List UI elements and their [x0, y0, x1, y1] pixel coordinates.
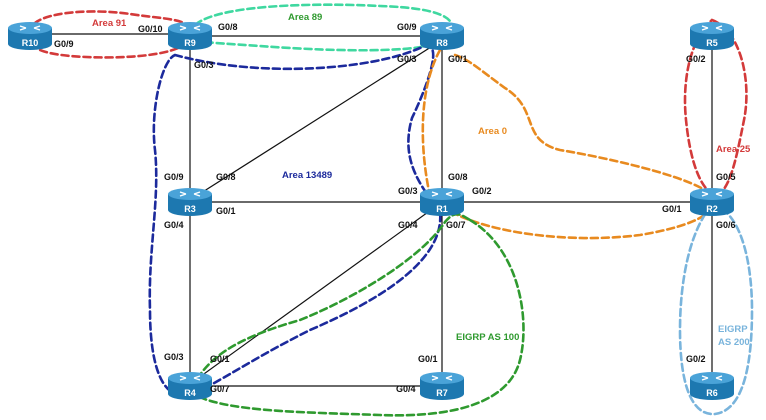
router-r9[interactable]: R9 — [167, 21, 213, 51]
port-label: G0/8 — [448, 172, 468, 182]
router-r2[interactable]: R2 — [689, 187, 735, 217]
port-label: G0/1 — [210, 354, 230, 364]
port-label: G0/9 — [397, 22, 417, 32]
router-r4-label: R4 — [184, 388, 196, 398]
eigrp-as-200-label-line2: AS 200 — [718, 337, 750, 348]
link-r8-r3 — [189, 39, 443, 201]
router-r2-label: R2 — [706, 204, 718, 214]
port-label: G0/2 — [686, 54, 706, 64]
port-label: G0/4 — [398, 220, 418, 230]
router-r6-label: R6 — [706, 388, 718, 398]
port-label: G0/1 — [216, 206, 236, 216]
router-r10[interactable]: R10 — [7, 21, 53, 51]
port-label: G0/3 — [194, 60, 214, 70]
physical-links — [30, 33, 713, 387]
router-r8[interactable]: R8 — [419, 21, 465, 51]
port-label: G0/6 — [716, 220, 736, 230]
router-r4[interactable]: R4 — [167, 371, 213, 401]
port-label: G0/10 — [138, 24, 163, 34]
port-label: G0/2 — [686, 354, 706, 364]
port-label: G0/1 — [662, 204, 682, 214]
router-r7-label: R7 — [436, 388, 448, 398]
port-label: G0/2 — [472, 186, 492, 196]
port-label: G0/8 — [218, 22, 238, 32]
router-r1[interactable]: R1 — [419, 187, 465, 217]
router-r1-label: R1 — [436, 204, 448, 214]
port-label: G0/1 — [418, 354, 438, 364]
area-13489-boundary — [148, 44, 442, 398]
port-label: G0/8 — [216, 172, 236, 182]
port-label: G0/4 — [164, 220, 184, 230]
eigrp-as-100-boundary — [188, 212, 525, 417]
router-r3[interactable]: R3 — [167, 187, 213, 217]
interface-labels: G0/9 G0/10 G0/8 G0/3 G0/9 G0/3 G0/1 G0/2… — [54, 22, 736, 394]
router-r8-label: R8 — [436, 38, 448, 48]
router-r3-label: R3 — [184, 204, 196, 214]
port-label: G0/3 — [164, 352, 184, 362]
eigrp-as-200-label-line1: EIGRP — [718, 324, 748, 335]
port-label: G0/5 — [716, 172, 736, 182]
port-label: G0/9 — [54, 39, 74, 49]
eigrp-as-100-label: EIGRP AS 100 — [456, 332, 519, 343]
area-boundaries — [28, 3, 754, 417]
area-labels: Area 91 Area 89 Area 0 Area 13489 Area 2… — [92, 12, 751, 348]
area-0-label: Area 0 — [478, 126, 507, 137]
port-label: G0/9 — [164, 172, 184, 182]
port-label: G0/3 — [398, 186, 418, 196]
area-25-label: Area 25 — [716, 144, 751, 155]
router-r9-label: R9 — [184, 38, 196, 48]
port-label: G0/1 — [448, 54, 468, 64]
router-r6[interactable]: R6 — [689, 371, 735, 401]
router-r5-label: R5 — [706, 38, 718, 48]
area-89-label: Area 89 — [288, 12, 322, 23]
router-r5[interactable]: R5 — [689, 21, 735, 51]
router-r10-label: R10 — [22, 38, 39, 48]
area-91-label: Area 91 — [92, 18, 127, 29]
link-r1-r4 — [189, 201, 443, 385]
eigrp-as-200-boundary — [678, 203, 754, 416]
port-label: G0/4 — [396, 384, 416, 394]
port-label: G0/7 — [210, 384, 230, 394]
port-label: G0/3 — [397, 54, 417, 64]
area-13489-label: Area 13489 — [282, 170, 332, 181]
router-r7[interactable]: R7 — [419, 371, 465, 401]
port-label: G0/7 — [446, 220, 466, 230]
